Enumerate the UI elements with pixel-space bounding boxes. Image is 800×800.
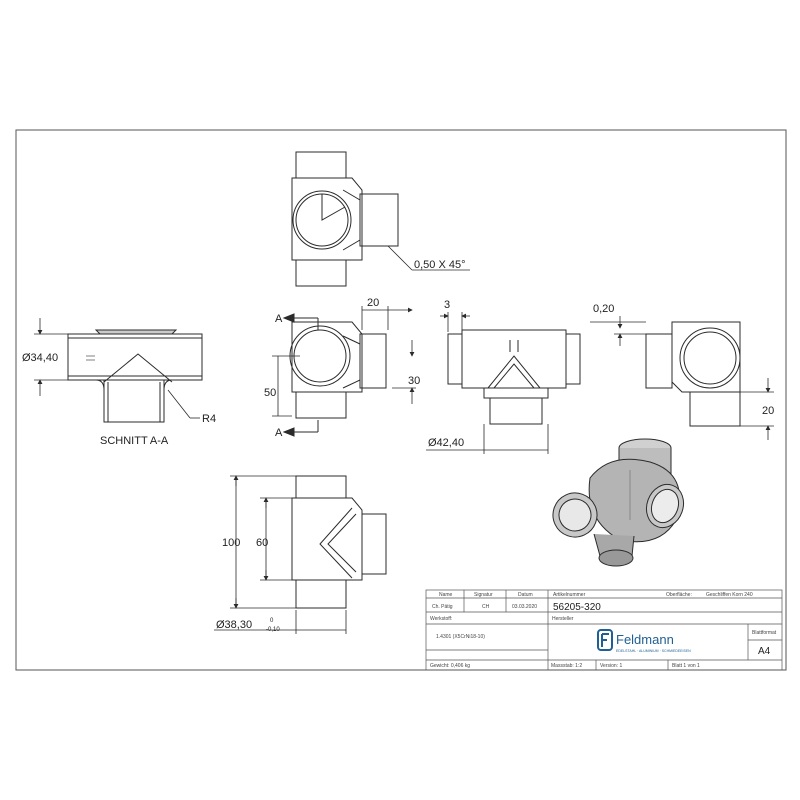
tb-blatt: Blatt 1 von 1	[672, 663, 700, 669]
bottom-view	[291, 475, 387, 609]
radius-label: R4	[202, 413, 216, 425]
tb-article-number: 56205-320	[553, 602, 601, 613]
company-name: Feldmann	[616, 632, 674, 647]
front-view-dims	[426, 312, 549, 454]
tb-hersteller: Hersteller	[552, 616, 574, 622]
tb-massstab: Massstab: 1:2	[551, 663, 582, 669]
tb-oberflaeche-value: Geschliffen Korn 240	[706, 592, 753, 598]
tb-header-artikel: Artikelnummer	[553, 592, 586, 598]
right-view	[645, 321, 741, 427]
section-dim-diameter	[34, 318, 68, 396]
tb-blattformat: A4	[758, 646, 771, 657]
feldmann-logo: Feldmann EDELSTAHL · ALUMINIUM · SCHMIED…	[597, 629, 691, 653]
section-a-a-view	[67, 329, 203, 423]
dim-60: 60	[256, 537, 268, 549]
dim-38-30: Ø38,30	[216, 619, 252, 631]
tb-name: Ch. Pätig	[432, 604, 453, 610]
section-title: SCHNITT A-A	[100, 435, 169, 447]
company-tagline: EDELSTAHL · ALUMINIUM · SCHMIEDEEISEN	[616, 649, 691, 653]
dim-42-40: Ø42,40	[428, 437, 464, 449]
side-view-dims	[272, 306, 416, 417]
isometric-view	[552, 438, 685, 567]
tb-werkstoff-label: Werkstoff:	[430, 616, 452, 622]
chamfer-callout: 0,50 X 45°	[387, 245, 470, 271]
tb-header-datum: Datum	[518, 592, 533, 598]
tb-werkstoff: 1.4301 (X5CrNi18-10)	[436, 634, 485, 640]
tb-header-signatur: Signatur	[474, 592, 493, 598]
chamfer-label: 0,50 X 45°	[414, 259, 466, 271]
tb-datum: 03.03.2020	[512, 604, 537, 610]
right-view-dims	[590, 316, 774, 440]
tolerance-lower: -0,10	[266, 627, 280, 633]
radius-callout	[167, 389, 200, 419]
tb-header-oberflaeche: Oberfläche:	[666, 592, 692, 598]
section-markers	[282, 313, 319, 437]
section-marker-top: A	[275, 313, 283, 325]
side-view	[289, 321, 387, 419]
dim-0-20: 0,20	[593, 303, 614, 315]
dim-50: 50	[264, 387, 276, 399]
dim-100: 100	[222, 537, 240, 549]
front-view	[447, 329, 581, 425]
section-diameter-label: Ø34,40	[22, 352, 58, 364]
tb-signatur: CH	[482, 604, 490, 610]
tb-version: Version: 1	[600, 663, 622, 669]
title-block	[425, 589, 783, 671]
dim-20-top: 20	[367, 297, 379, 309]
top-view	[291, 151, 399, 287]
dim-3: 3	[444, 299, 450, 311]
bottom-view-dims	[214, 475, 347, 634]
tb-blattformat-label: Blattformat	[752, 630, 777, 636]
tolerance-upper: 0	[270, 618, 274, 624]
tb-header-name: Name	[439, 592, 453, 598]
dim-30: 30	[408, 375, 420, 387]
section-marker-bottom: A	[275, 427, 283, 439]
drawing-frame	[15, 129, 787, 671]
tb-gewicht: Gewicht: 0,406 kg	[430, 663, 470, 669]
dim-20-right: 20	[762, 405, 774, 417]
